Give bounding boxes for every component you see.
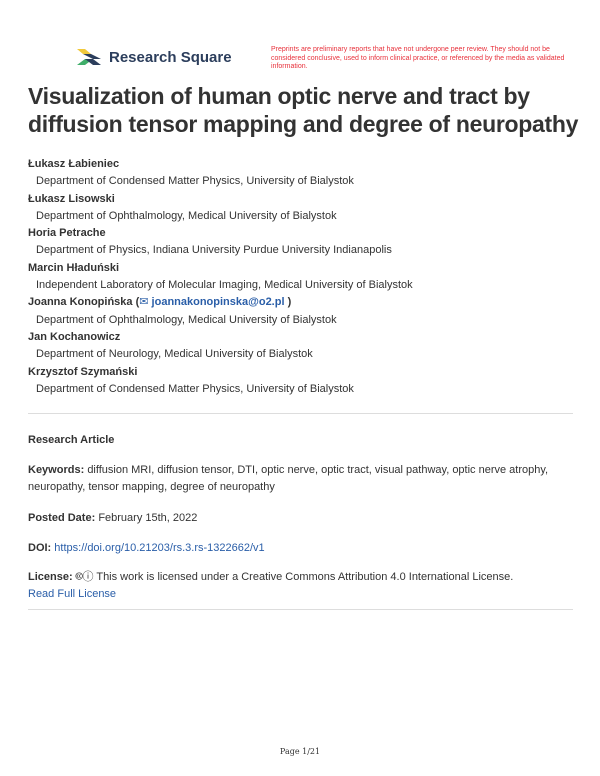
author-name: Horia Petrache [28,227,106,240]
author-affiliation: Department of Ophthalmology, Medical Uni… [36,209,337,222]
divider [28,413,573,414]
page-number: Page 1/21 [279,747,321,756]
doi-label: DOI: [28,542,52,554]
keywords: Keywords: diffusion MRI, diffusion tenso… [28,462,578,496]
divider [28,609,573,610]
author-affiliation: Department of Physics, Indiana Universit… [36,244,392,257]
posted-date: Posted Date: February 15th, 2022 [28,510,578,527]
article-type: Research Article [28,434,115,446]
cc-icon: 🅭 [75,571,83,583]
author-email-link[interactable]: joannakonopinska@o2.pl [151,296,285,309]
author-affiliation: Department of Condensed Matter Physics, … [36,382,354,395]
author-name: Marcin Hładuński [28,261,120,274]
paper-title: Visualization of human optic nerve and t… [28,83,579,137]
keywords-label: Keywords: [28,464,85,476]
author-name: Jan Kochanowicz [28,330,121,343]
keywords-value: diffusion MRI, diffusion tensor, DTI, op… [28,464,549,493]
author-name: Joanna Konopińska [28,296,133,309]
read-full-license-link[interactable]: Read Full License [28,588,117,600]
posted-label: Posted Date: [28,512,96,524]
email-icon: ✉ [139,296,149,309]
license: License: 🅭ⓘ This work is licensed under … [28,569,578,603]
author-affiliation: Department of Condensed Matter Physics, … [36,175,354,188]
logo-icon [77,49,101,65]
author-name: Krzysztof Szymański [28,365,138,378]
corresponding-author: Joanna Konopińska (✉ joannakonopinska@o2… [28,296,292,309]
author-name: Łukasz Łabieniec [28,158,120,170]
posted-value: February 15th, 2022 [98,512,198,524]
preprint-disclaimer: Preprints are preliminary reports that h… [271,46,565,70]
by-icon: ⓘ [82,571,94,583]
author-affiliation: Independent Laboratory of Molecular Imag… [36,279,413,292]
author-name: Łukasz Lisowski [28,192,115,205]
doi: DOI: https://doi.org/10.21203/rs.3.rs-13… [28,540,578,557]
research-square-logo[interactable]: Research Square [75,47,232,67]
brand-name: Research Square [109,48,232,66]
author-list: Łukasz Łabieniec Department of Condensed… [28,156,413,398]
author-affiliation: Department of Neurology, Medical Univers… [36,348,313,361]
author-affiliation: Department of Ophthalmology, Medical Uni… [36,313,337,326]
license-text: This work is licensed under a Creative C… [96,571,514,583]
license-label: License: [28,571,73,583]
doi-link[interactable]: https://doi.org/10.21203/rs.3.rs-1322662… [54,542,265,554]
